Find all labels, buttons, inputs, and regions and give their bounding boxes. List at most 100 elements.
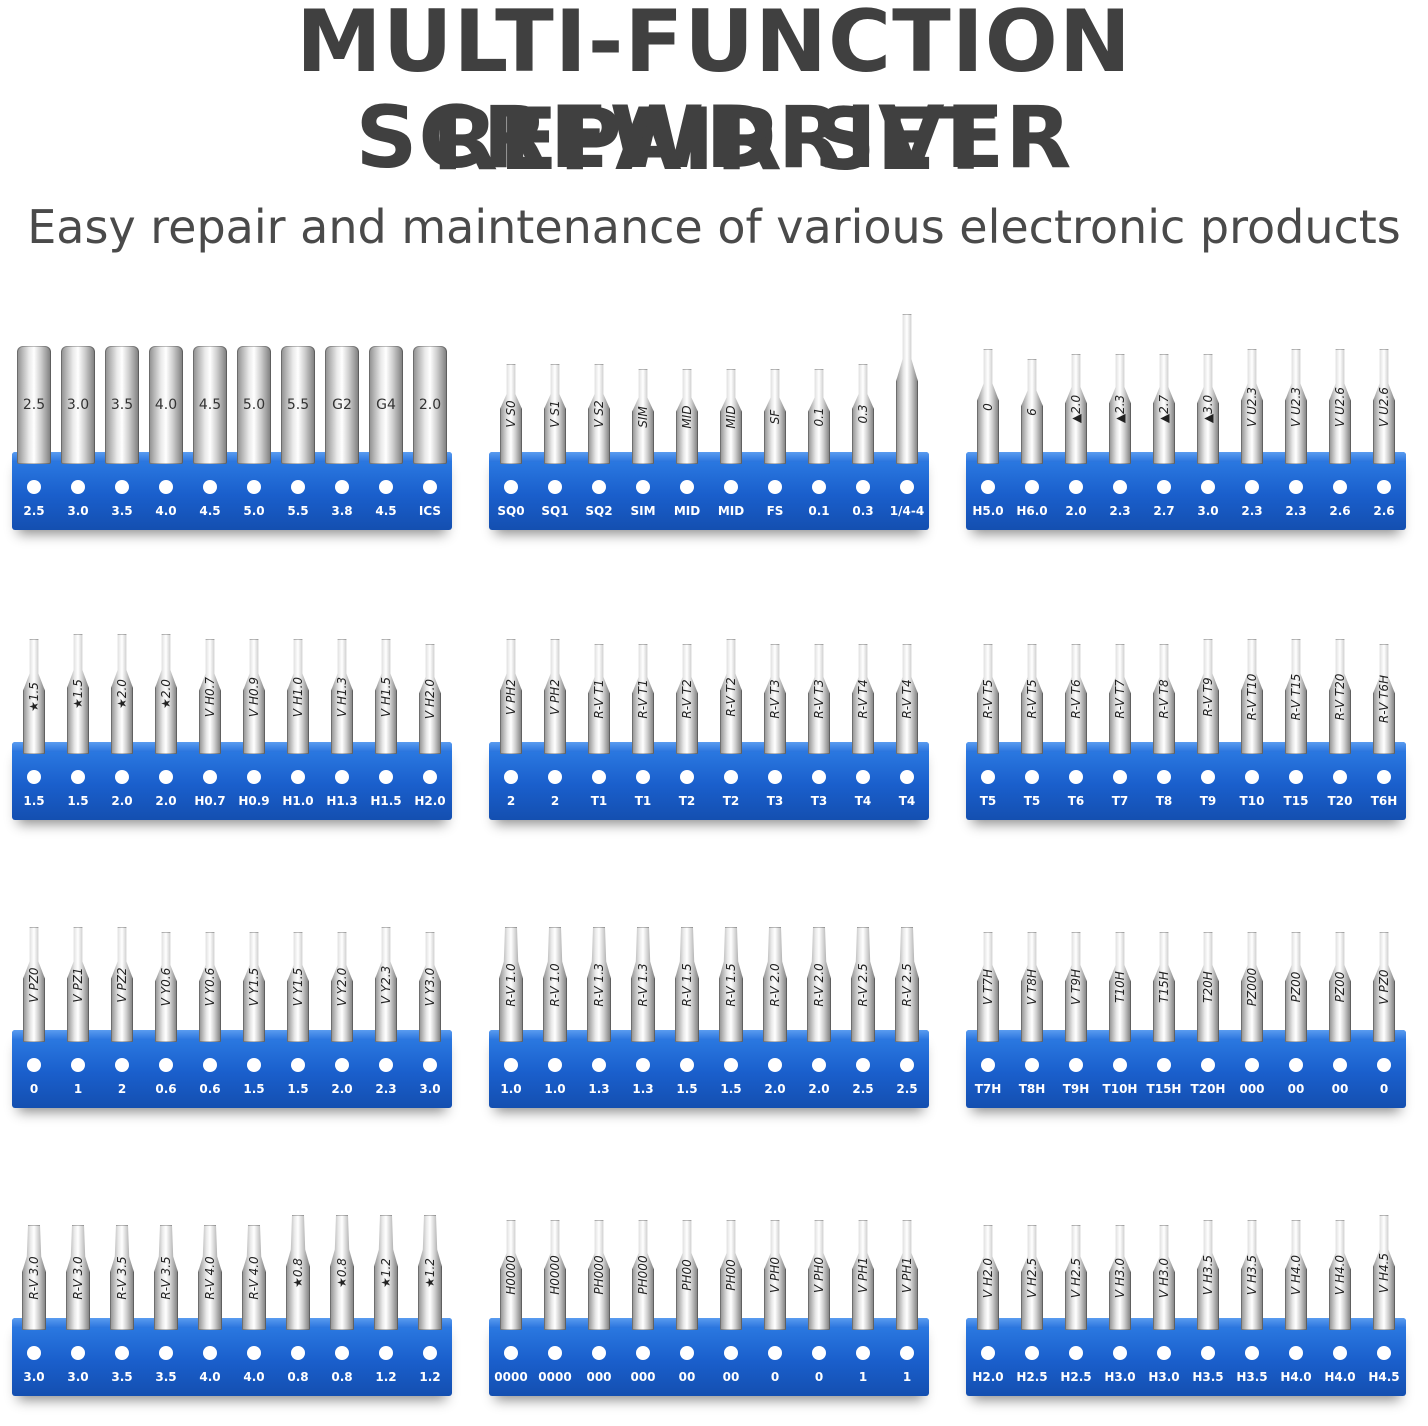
screwdriver-bit[interactable]: 4.0 bbox=[149, 346, 183, 464]
screwdriver-bit[interactable]: R-V 4.0 bbox=[198, 1225, 222, 1330]
screwdriver-bit[interactable]: V Y3.0 bbox=[419, 932, 441, 1042]
screwdriver-bit[interactable]: R-V T15 bbox=[1285, 639, 1307, 754]
screwdriver-bit[interactable]: V Y0.6 bbox=[155, 932, 177, 1042]
screwdriver-bit[interactable]: V PH1 bbox=[896, 1220, 918, 1330]
screwdriver-bit[interactable]: R-V T2 bbox=[720, 639, 742, 754]
screwdriver-bit[interactable]: R-V T5 bbox=[977, 644, 999, 754]
screwdriver-bit[interactable]: V S2 bbox=[588, 364, 610, 464]
screwdriver-bit[interactable]: PH000 bbox=[632, 1220, 654, 1330]
screwdriver-bit[interactable]: V H1.3 bbox=[331, 639, 353, 754]
screwdriver-bit[interactable]: SF bbox=[764, 369, 786, 464]
screwdriver-bit[interactable]: V H1.0 bbox=[287, 639, 309, 754]
screwdriver-bit[interactable]: R-V T6H bbox=[1373, 644, 1395, 754]
screwdriver-bit[interactable]: R-V T4 bbox=[852, 644, 874, 754]
screwdriver-bit[interactable]: R-V T3 bbox=[764, 644, 786, 754]
screwdriver-bit[interactable]: T15H bbox=[1153, 932, 1175, 1042]
screwdriver-bit[interactable]: V T7H bbox=[977, 932, 999, 1042]
screwdriver-bit[interactable]: V PZ2 bbox=[111, 927, 133, 1042]
screwdriver-bit[interactable]: G4 bbox=[369, 346, 403, 464]
screwdriver-bit[interactable]: 3.0 bbox=[61, 346, 95, 464]
screwdriver-bit[interactable]: R-V T2 bbox=[676, 644, 698, 754]
screwdriver-bit[interactable]: V Y1.5 bbox=[243, 932, 265, 1042]
screwdriver-bit[interactable]: V PH0 bbox=[808, 1220, 830, 1330]
screwdriver-bit[interactable]: ▲3.0 bbox=[1197, 354, 1219, 464]
screwdriver-bit[interactable]: PH000 bbox=[588, 1220, 610, 1330]
screwdriver-bit[interactable]: R-V 3.0 bbox=[22, 1225, 46, 1330]
screwdriver-bit[interactable]: R-V T7 bbox=[1109, 644, 1131, 754]
screwdriver-bit[interactable]: 4.5 bbox=[193, 346, 227, 464]
screwdriver-bit[interactable]: 2.0 bbox=[413, 346, 447, 464]
screwdriver-bit[interactable]: MID bbox=[676, 369, 698, 464]
screwdriver-bit[interactable]: V Y1.5 bbox=[287, 932, 309, 1042]
screwdriver-bit[interactable]: V H0.7 bbox=[199, 639, 221, 754]
screwdriver-bit[interactable]: R-V 2.5 bbox=[895, 927, 919, 1042]
screwdriver-bit[interactable]: V Y0.6 bbox=[199, 932, 221, 1042]
screwdriver-bit[interactable]: R-V T9 bbox=[1197, 639, 1219, 754]
screwdriver-bit[interactable]: V U2.6 bbox=[1329, 349, 1351, 464]
screwdriver-bit[interactable]: V PZ1 bbox=[67, 927, 89, 1042]
screwdriver-bit[interactable]: ★1.2 bbox=[374, 1215, 398, 1330]
screwdriver-bit[interactable]: V U2.3 bbox=[1241, 349, 1263, 464]
screwdriver-bit[interactable]: V PH0 bbox=[764, 1220, 786, 1330]
screwdriver-bit[interactable]: V H1.5 bbox=[375, 639, 397, 754]
screwdriver-bit[interactable]: ★2.0 bbox=[111, 634, 133, 754]
screwdriver-bit[interactable]: 2.5 bbox=[17, 346, 51, 464]
screwdriver-bit[interactable]: R-V 2.5 bbox=[851, 927, 875, 1042]
screwdriver-bit[interactable]: V H4.0 bbox=[1285, 1220, 1307, 1330]
screwdriver-bit[interactable]: V PZ0 bbox=[23, 927, 45, 1042]
screwdriver-bit[interactable]: ▲2.0 bbox=[1065, 354, 1087, 464]
screwdriver-bit[interactable]: R-V 2.0 bbox=[763, 927, 787, 1042]
screwdriver-bit[interactable]: R-V 3.5 bbox=[154, 1225, 178, 1330]
screwdriver-bit[interactable]: V U2.6 bbox=[1373, 349, 1395, 464]
screwdriver-bit[interactable]: V U2.3 bbox=[1285, 349, 1307, 464]
screwdriver-bit[interactable]: ★0.8 bbox=[330, 1215, 354, 1330]
screwdriver-bit[interactable]: V PH2 bbox=[544, 639, 566, 754]
screwdriver-bit[interactable]: 6 bbox=[1021, 359, 1043, 464]
screwdriver-bit[interactable]: V H2.5 bbox=[1065, 1225, 1087, 1330]
screwdriver-bit[interactable]: PZ000 bbox=[1241, 932, 1263, 1042]
screwdriver-bit[interactable]: R-V T1 bbox=[588, 644, 610, 754]
screwdriver-bit[interactable]: V H3.5 bbox=[1197, 1220, 1219, 1330]
screwdriver-bit[interactable]: R-V 1.3 bbox=[587, 927, 611, 1042]
screwdriver-bit[interactable]: V Y2.3 bbox=[375, 927, 397, 1042]
screwdriver-bit[interactable]: V S0 bbox=[500, 364, 522, 464]
screwdriver-bit[interactable]: T20H bbox=[1197, 932, 1219, 1042]
screwdriver-bit[interactable]: V Y2.0 bbox=[331, 932, 353, 1042]
screwdriver-bit[interactable]: V H0.9 bbox=[243, 639, 265, 754]
screwdriver-bit[interactable]: T10H bbox=[1109, 932, 1131, 1042]
screwdriver-bit[interactable]: R-V T20 bbox=[1329, 639, 1351, 754]
screwdriver-bit[interactable]: R-V T5 bbox=[1021, 644, 1043, 754]
screwdriver-bit[interactable]: V T8H bbox=[1021, 932, 1043, 1042]
screwdriver-bit[interactable]: V PH2 bbox=[500, 639, 522, 754]
screwdriver-bit[interactable]: R-V T4 bbox=[896, 644, 918, 754]
screwdriver-bit[interactable]: R-V 1.5 bbox=[675, 927, 699, 1042]
screwdriver-bit[interactable]: V H2.5 bbox=[1021, 1225, 1043, 1330]
screwdriver-bit[interactable]: 0.3 bbox=[852, 364, 874, 464]
screwdriver-bit[interactable]: R-V 1.5 bbox=[719, 927, 743, 1042]
screwdriver-bit[interactable]: R-V T1 bbox=[632, 644, 654, 754]
screwdriver-bit[interactable]: V H2.0 bbox=[419, 644, 441, 754]
screwdriver-bit[interactable]: PZ00 bbox=[1285, 932, 1307, 1042]
screwdriver-bit[interactable]: G2 bbox=[325, 346, 359, 464]
screwdriver-bit[interactable]: R-V 3.5 bbox=[110, 1225, 134, 1330]
screwdriver-bit[interactable]: H0000 bbox=[544, 1220, 566, 1330]
screwdriver-bit[interactable]: R-V 2.0 bbox=[807, 927, 831, 1042]
screwdriver-bit[interactable]: 3.5 bbox=[105, 346, 139, 464]
screwdriver-bit[interactable]: R-V 1.0 bbox=[499, 927, 523, 1042]
screwdriver-bit[interactable]: V H3.5 bbox=[1241, 1220, 1263, 1330]
screwdriver-bit[interactable]: V H4.5 bbox=[1373, 1215, 1395, 1330]
screwdriver-bit[interactable]: PZ00 bbox=[1329, 932, 1351, 1042]
screwdriver-bit[interactable]: ★1.5 bbox=[23, 639, 45, 754]
screwdriver-bit[interactable]: R-V T10 bbox=[1241, 639, 1263, 754]
screwdriver-bit[interactable]: R-V T8 bbox=[1153, 644, 1175, 754]
screwdriver-bit[interactable]: R-V 4.0 bbox=[242, 1225, 266, 1330]
screwdriver-bit[interactable]: ▲2.7 bbox=[1153, 354, 1175, 464]
screwdriver-bit[interactable]: PH00 bbox=[676, 1220, 698, 1330]
screwdriver-bit[interactable]: V PZ0 bbox=[1373, 932, 1395, 1042]
screwdriver-bit[interactable]: V H3.0 bbox=[1109, 1225, 1131, 1330]
screwdriver-bit[interactable]: R-V 1.3 bbox=[631, 927, 655, 1042]
screwdriver-bit[interactable]: 5.5 bbox=[281, 346, 315, 464]
screwdriver-bit[interactable]: H0000 bbox=[500, 1220, 522, 1330]
screwdriver-bit[interactable]: R-V T6 bbox=[1065, 644, 1087, 754]
screwdriver-bit[interactable]: 5.0 bbox=[237, 346, 271, 464]
